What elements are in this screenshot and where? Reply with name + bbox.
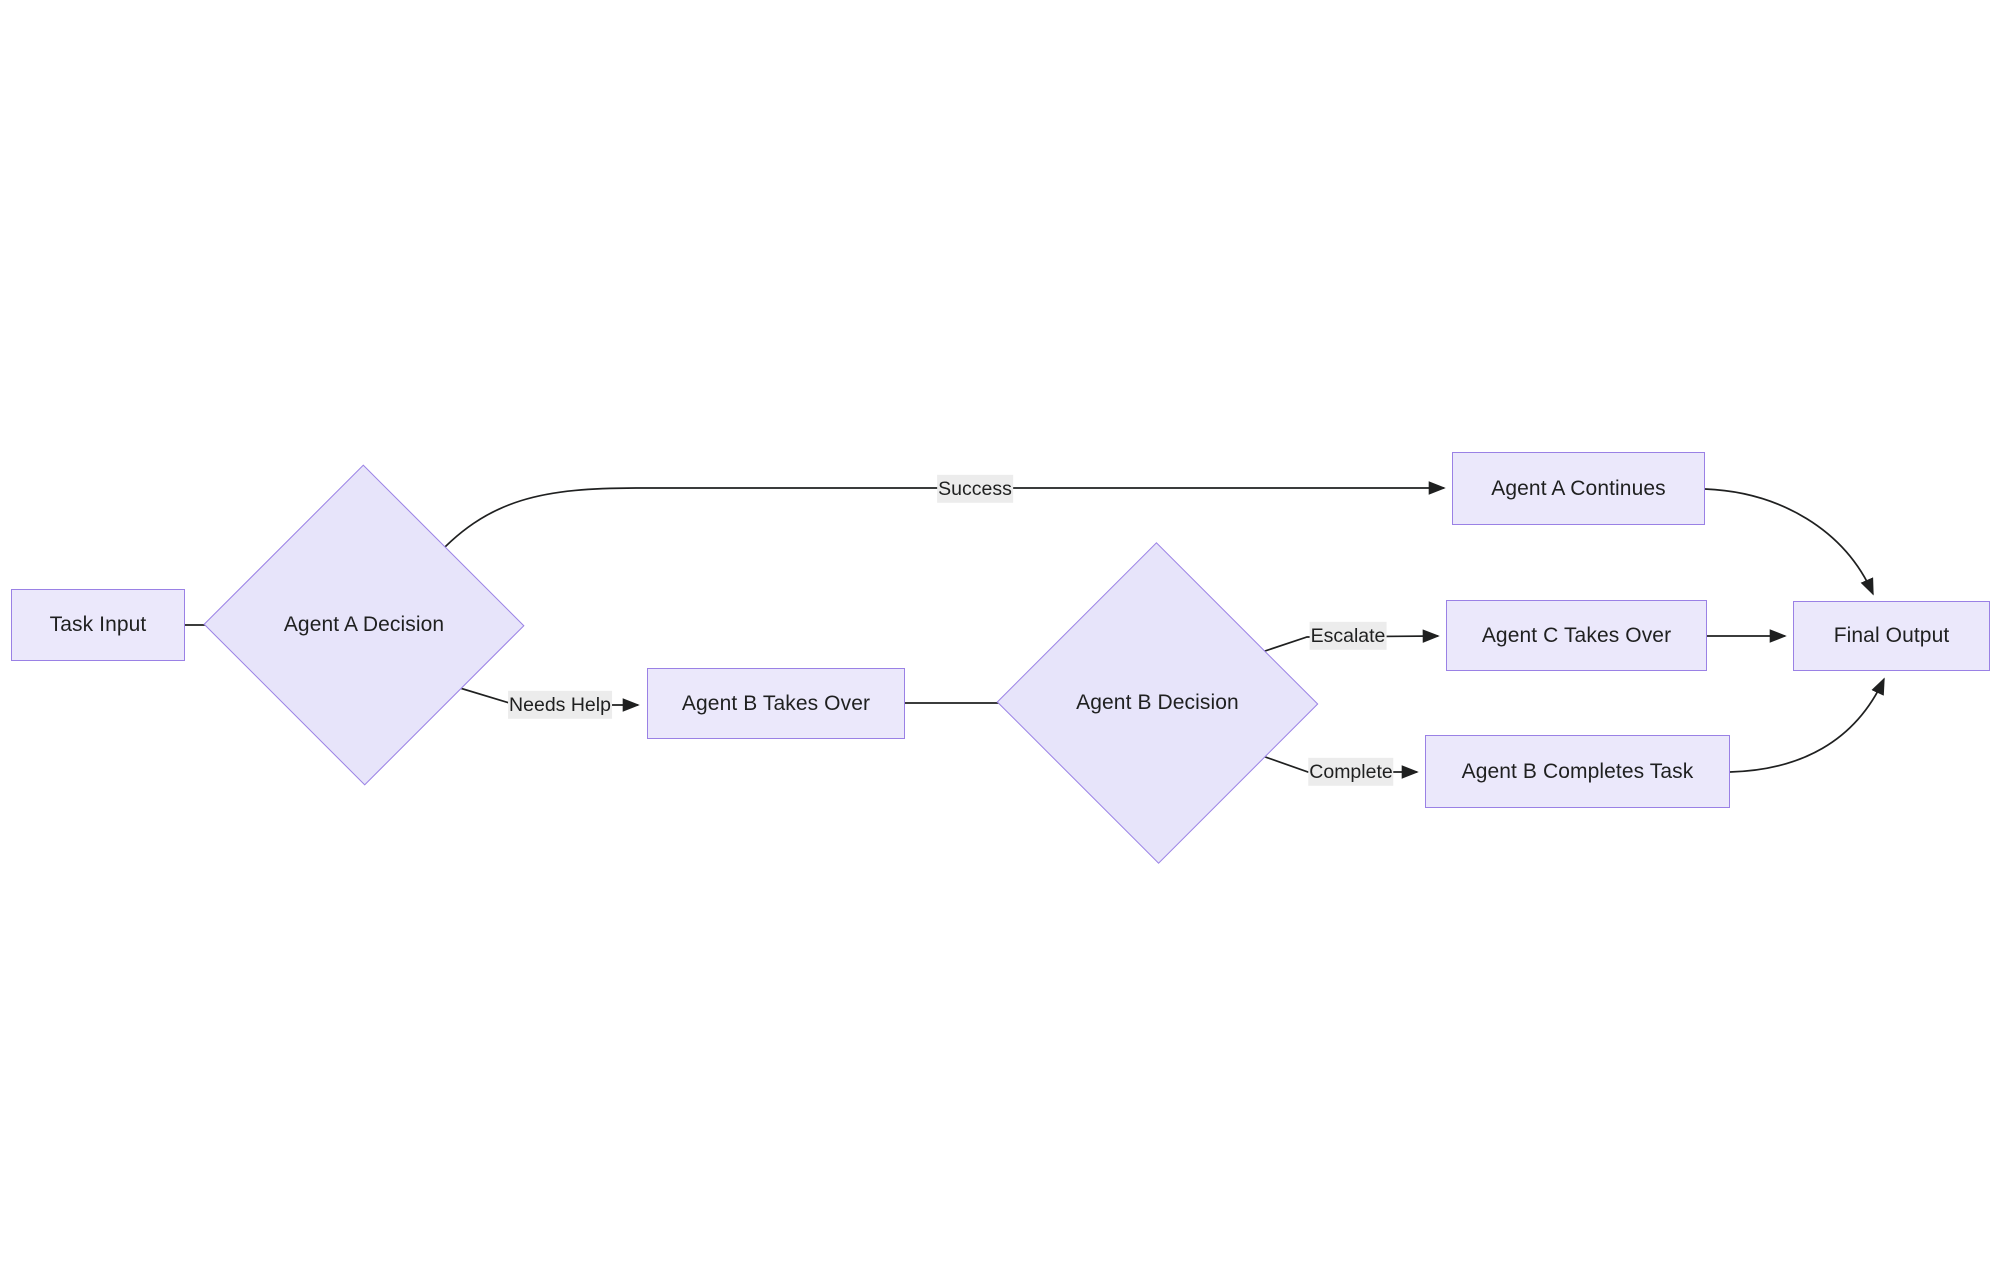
node-agent-a-decision-label: Agent A Decision <box>283 613 445 637</box>
edge-agent-b-completes-to-final-output <box>1729 677 1885 773</box>
edge-label-complete: Complete <box>1308 757 1394 787</box>
node-agent-b-takes-over[interactable]: Agent B Takes Over <box>647 668 905 739</box>
node-task-input[interactable]: Task Input <box>11 589 185 661</box>
node-agent-a-decision[interactable]: Agent A Decision <box>203 464 525 786</box>
edge-label-escalate: Escalate <box>1309 621 1387 651</box>
node-agent-b-takes-over-label: Agent B Takes Over <box>681 691 871 715</box>
edge-agent-a-continues-to-final-output <box>1704 488 1874 596</box>
edge-label-success: Success <box>937 474 1013 504</box>
node-agent-b-decision[interactable]: Agent B Decision <box>996 542 1319 864</box>
edge-agent-a-decision-to-agent-a-continues <box>429 481 1446 564</box>
node-final-output-label: Final Output <box>1833 624 1950 648</box>
node-agent-b-completes-task-label: Agent B Completes Task <box>1461 759 1694 783</box>
node-agent-a-continues-label: Agent A Continues <box>1491 476 1666 500</box>
node-agent-c-takes-over-label: Agent C Takes Over <box>1481 623 1672 647</box>
node-task-input-label: Task Input <box>49 613 147 637</box>
edge-label-needs-help: Needs Help <box>508 690 612 720</box>
node-agent-a-continues[interactable]: Agent A Continues <box>1452 452 1705 525</box>
node-final-output[interactable]: Final Output <box>1793 601 1990 671</box>
node-agent-b-completes-task[interactable]: Agent B Completes Task <box>1425 735 1730 808</box>
node-agent-b-decision-label: Agent B Decision <box>1076 691 1239 715</box>
node-agent-c-takes-over[interactable]: Agent C Takes Over <box>1446 600 1707 671</box>
